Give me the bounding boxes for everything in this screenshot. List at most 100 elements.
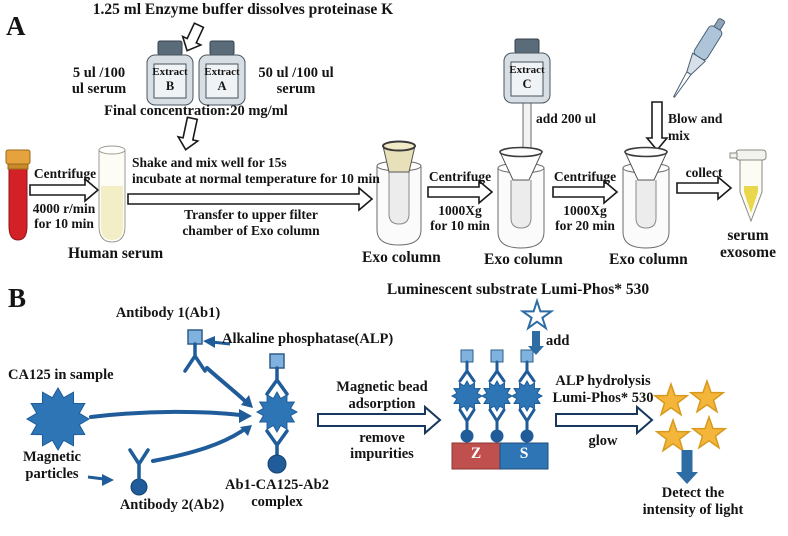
antibody-y-shape xyxy=(128,448,150,481)
hydrolysis-line3: glow xyxy=(588,433,618,449)
substrate-title: Luminescent substrate Lumi-Phos* 530 xyxy=(386,281,650,298)
antibody1-label: Antibody 1(Ab1) xyxy=(115,305,221,321)
bottle-a-label-line2: A xyxy=(217,79,227,93)
centrifuge2-line3: for 10 min xyxy=(430,218,490,233)
alp-square xyxy=(269,353,285,369)
blood-tube-cap xyxy=(5,149,31,165)
filter-cup-rim xyxy=(382,140,416,152)
dose-left-line2: ul serum xyxy=(71,81,127,97)
mix-note-line1: Shake and mix well for 15s xyxy=(132,155,287,170)
centrifuge3-line3: for 20 min xyxy=(555,218,615,233)
bottle-c-label-line1: Extract xyxy=(509,64,545,76)
blow-mix-line1: Blow and xyxy=(668,111,723,126)
magnetic-bead xyxy=(130,478,148,496)
light-star-3 xyxy=(654,417,692,453)
antibody2-label: Antibody 2(Ab2) xyxy=(119,497,225,513)
dose-right-line1: 50 ul /100 ul xyxy=(258,65,334,81)
panel-b-label: B xyxy=(8,283,27,313)
arrow-blow-mix xyxy=(645,101,669,152)
enzyme-buffer-note: 1.25 ml Enzyme buffer dissolves proteina… xyxy=(92,1,394,18)
light-star-2 xyxy=(688,378,726,414)
column-inner-tube xyxy=(388,170,410,225)
alp-label: Alkaline phosphatase(ALP) xyxy=(222,331,394,347)
adsorption-line1: Magnetic bead xyxy=(336,379,428,395)
bottle-extract-a xyxy=(198,40,246,106)
magnetic-bead xyxy=(267,454,287,474)
centrifuge2-line2: 1000Xg xyxy=(438,203,482,218)
column-inner-tube xyxy=(635,180,657,229)
human-serum-label: Human serum xyxy=(68,245,164,262)
bottle-cap xyxy=(514,38,540,54)
magnet-north xyxy=(451,442,501,470)
bottle-c-label-line2: C xyxy=(522,77,532,91)
bottle-c-outlet-tube xyxy=(522,101,532,155)
exosome-tube-hinge xyxy=(729,152,738,159)
magnet-north-label: Z xyxy=(470,445,482,462)
light-star-4 xyxy=(690,414,728,450)
adsorption-line4: impurities xyxy=(350,446,414,462)
bottle-b-label-line2: B xyxy=(165,79,175,93)
serum-exosome-label-line1: serum xyxy=(727,227,769,244)
serum-liquid xyxy=(101,186,123,240)
exo-column-3 xyxy=(622,146,670,249)
arrow-add-substrate xyxy=(528,331,544,355)
column-inner-tube xyxy=(510,180,532,229)
adsorption-line3: remove xyxy=(359,430,405,446)
ca125-burst xyxy=(255,390,299,434)
add-label: add xyxy=(546,333,570,349)
hydrolysis-line2: Lumi-Phos* 530 xyxy=(552,390,654,406)
exosome-pellet xyxy=(744,186,758,213)
exo-column-3-label: Exo column xyxy=(609,251,688,268)
complex-label-line2: complex xyxy=(251,494,303,510)
antibody1-y xyxy=(265,366,289,396)
arrow-centrifuge-3 xyxy=(552,179,619,205)
antibody2-y xyxy=(265,429,289,458)
antibody2-icon xyxy=(128,448,150,496)
arrow-final-to-mix xyxy=(176,116,200,151)
pipette xyxy=(672,18,725,98)
add-200-label: add 200 ul xyxy=(536,111,597,126)
adsorption-line2: adsorption xyxy=(348,396,416,412)
bottle-extract-c xyxy=(503,38,551,104)
column-funnel-rim xyxy=(499,146,543,158)
blow-mix-line2: mix xyxy=(668,128,690,143)
centrifuge3-line1: Centrifuge xyxy=(553,169,617,184)
centrifuge1-line1: Centrifuge xyxy=(33,166,97,181)
magnet-south-label: S xyxy=(519,445,529,462)
detect-line2: intensity of light xyxy=(642,502,744,518)
arrow-alp-pointer xyxy=(203,336,231,348)
ca125-label: CA125 in sample xyxy=(8,367,114,383)
arrow-magnetic-particles xyxy=(87,474,114,486)
human-serum-tube xyxy=(98,145,126,243)
antibody1-icon xyxy=(183,329,207,373)
centrifuge1-line3: for 10 min xyxy=(34,216,94,231)
bottle-cap xyxy=(209,40,235,56)
collect-label: collect xyxy=(685,165,723,180)
column-funnel-rim xyxy=(624,146,668,158)
magnetic-particles-line1: Magnetic xyxy=(23,449,81,465)
arrow-ab2-to-complex xyxy=(151,425,252,463)
arrow-hydrolysis xyxy=(555,404,654,436)
exo-column-1-label: Exo column xyxy=(362,249,441,266)
lumiphos-star-icon xyxy=(519,297,555,331)
magnetic-particles-line2: particles xyxy=(25,466,79,482)
centrifuge1-line2: 4000 r/min xyxy=(32,201,96,216)
bottle-b-label-line1: Extract xyxy=(152,66,188,78)
ab1-ca125-ab2-complex-icon xyxy=(255,353,299,474)
centrifuge2-line1: Centrifuge xyxy=(428,169,492,184)
serum-tube-rim xyxy=(98,145,126,155)
centrifuge3-line2: 1000Xg xyxy=(563,203,607,218)
arrow-enzyme-to-bottles xyxy=(181,22,205,52)
antibody-y-shape xyxy=(183,342,207,373)
exo-column-2 xyxy=(497,146,545,249)
bottle-extract-b xyxy=(146,40,194,106)
bottle-cap xyxy=(157,40,183,56)
light-star-1 xyxy=(652,381,690,417)
exo-column-1 xyxy=(376,140,422,246)
dose-left-line1: 5 ul /100 xyxy=(72,65,126,81)
arrow-adsorption xyxy=(317,404,442,436)
blood-tube xyxy=(5,149,31,241)
exosome-tube-cap xyxy=(735,149,767,161)
pipette-tip xyxy=(672,71,692,98)
